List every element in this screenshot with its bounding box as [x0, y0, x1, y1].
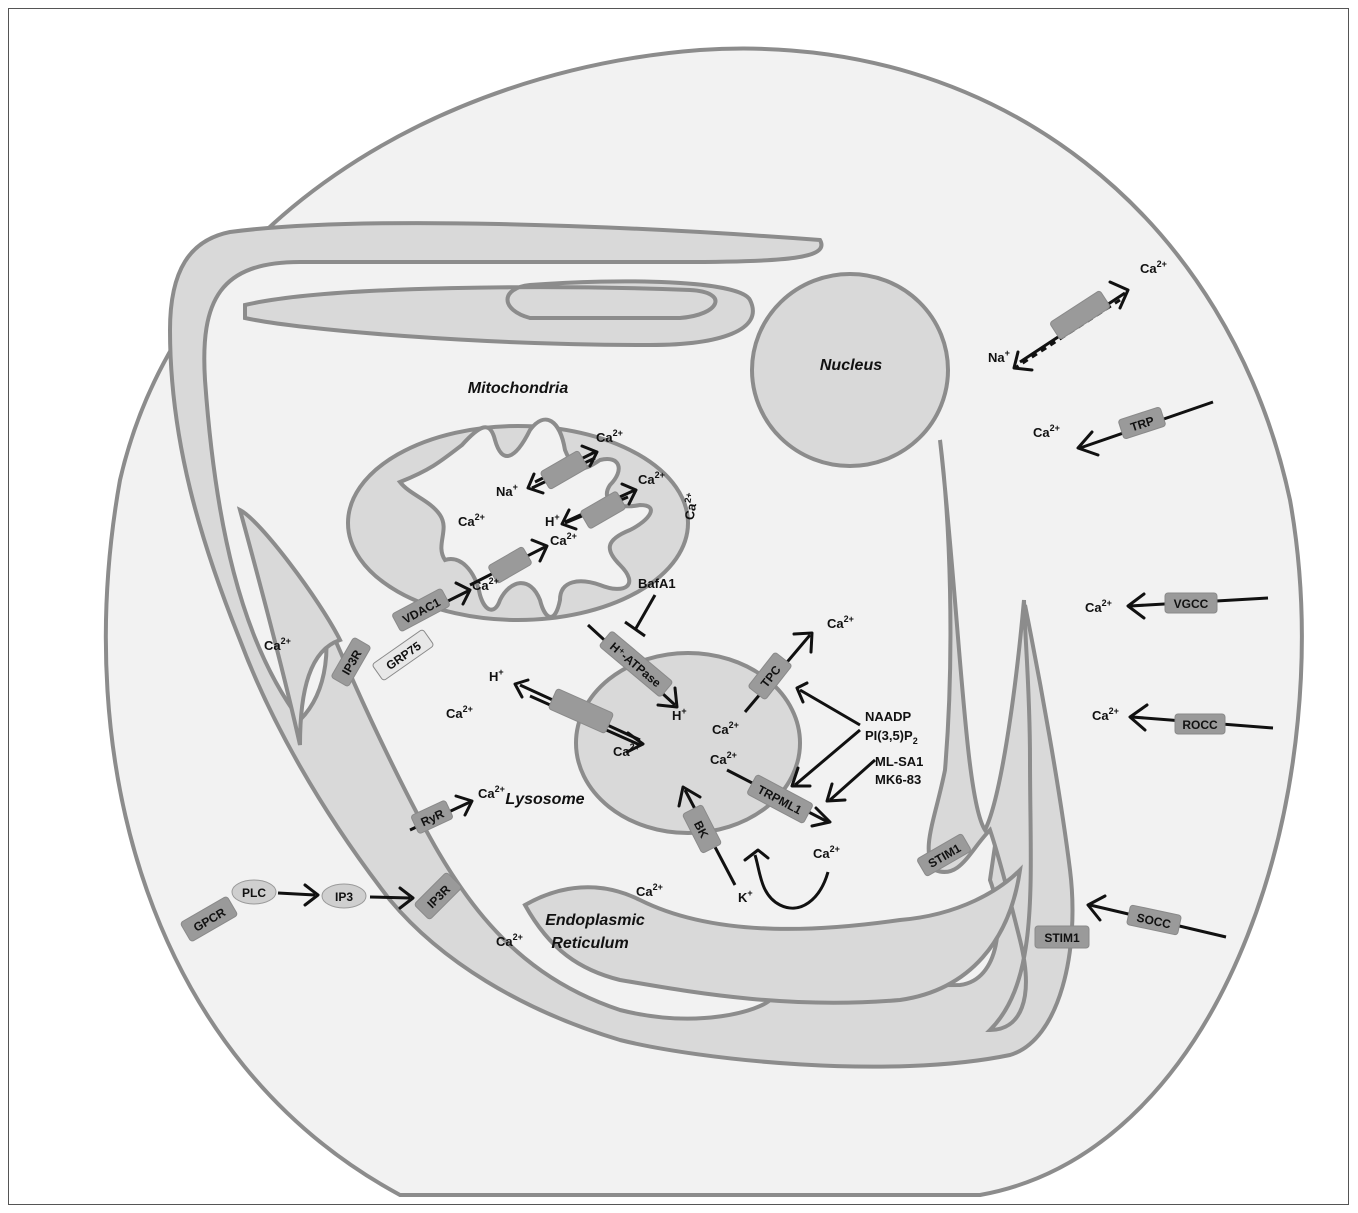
bafa1-label: BafA1: [638, 576, 676, 591]
stim1-pm: STIM1: [1035, 926, 1089, 948]
nucleus-label: Nucleus: [820, 357, 882, 374]
mk683-label: MK6-83: [875, 772, 921, 787]
ip3-messenger: IP3: [322, 884, 366, 908]
mlsa1-label: ML-SA1: [875, 754, 923, 769]
ip3-label: IP3: [335, 890, 353, 904]
ip3-to-ip3r-arrow: [370, 897, 410, 898]
rocc-label: ROCC: [1182, 718, 1218, 732]
er-label-line1: Endoplasmic: [545, 912, 645, 929]
stim1-pm-label: STIM1: [1044, 931, 1080, 945]
plc-label: PLC: [242, 886, 266, 900]
plc-to-ip3-arrow: [278, 893, 315, 895]
plc-enzyme: PLC: [232, 880, 276, 904]
vgcc-label: VGCC: [1174, 597, 1209, 611]
lysosome-label: Lysosome: [505, 791, 584, 808]
naadp-label: NAADP: [865, 709, 912, 724]
mitochondria-label: Mitochondria: [468, 380, 569, 397]
er-label-line2: Reticulum: [551, 935, 628, 952]
